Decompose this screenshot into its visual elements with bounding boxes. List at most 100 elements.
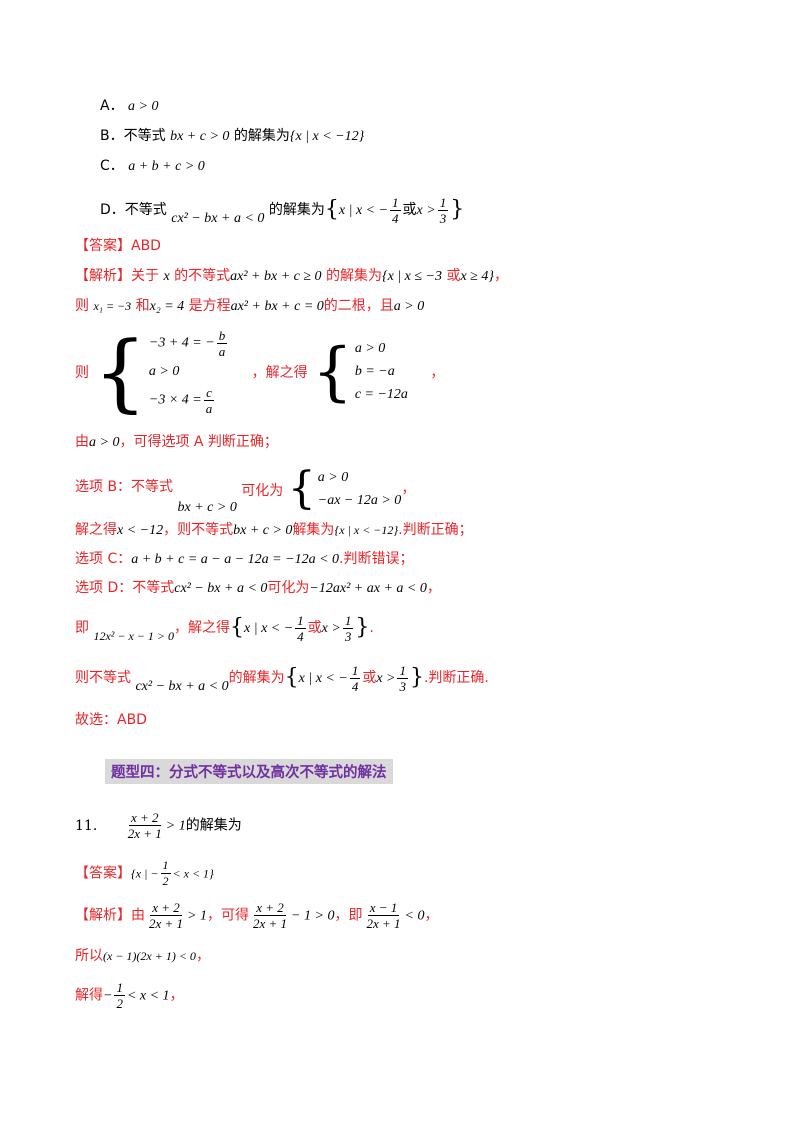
math-expression: −12ax² + ax + a < 0 bbox=[309, 581, 427, 596]
denominator: 3 bbox=[439, 210, 447, 226]
denominator: 3 bbox=[399, 678, 406, 694]
analysis-1-conclusion: 故选：ABD bbox=[75, 710, 147, 730]
math-expression: − 1 > 0 bbox=[291, 908, 335, 924]
brace-left: { bbox=[324, 197, 339, 222]
math-set: x ≥ 4} bbox=[460, 269, 494, 284]
text: ，解之得 bbox=[251, 365, 308, 381]
math-expression: < 0 bbox=[404, 908, 425, 924]
text: 或 bbox=[362, 670, 377, 686]
math-expression: a + b + c > 0 bbox=[128, 159, 205, 174]
set-part: x | x < − bbox=[338, 203, 389, 218]
math-expression: ax² + bx + c ≥ 0 bbox=[230, 269, 322, 284]
analysis-1-line-7: 选项 C：a + b + c = a − a − 12a = −12a < 0.… bbox=[75, 549, 413, 570]
analysis-2-line-2: 所以(x − 1)(2x + 1) < 0， bbox=[75, 946, 210, 966]
math-expression: > 1 bbox=[187, 908, 207, 924]
text: 故选：ABD bbox=[75, 712, 147, 728]
section-heading: 题型四：分式不等式以及高次不等式的解法 bbox=[105, 759, 393, 784]
analysis-1-line-2: 则 x₁ = −3 和x₂ = 4 是方程ax² + bx + c = 0的二根… bbox=[75, 296, 424, 317]
text: ， bbox=[493, 268, 508, 284]
numerator: 1 bbox=[114, 980, 125, 996]
brace-right: } bbox=[409, 665, 424, 690]
text: 选项 C： bbox=[75, 551, 132, 567]
text: 关于 bbox=[131, 268, 159, 284]
math-set: < x < 1} bbox=[172, 866, 214, 881]
text: ， bbox=[401, 481, 416, 497]
math-expression: x₁ = −3 bbox=[93, 299, 132, 313]
denominator: 2x + 1 bbox=[149, 916, 184, 931]
math-expression: cx² − bx + a < 0 bbox=[174, 581, 268, 596]
text: 的解集为 bbox=[268, 202, 325, 218]
numerator: 1 bbox=[342, 612, 354, 629]
text: ，则不等式 bbox=[163, 522, 234, 538]
math-set: {x | − bbox=[131, 866, 159, 881]
text: 则不等式 bbox=[75, 670, 131, 686]
denominator: 2 bbox=[116, 996, 123, 1011]
text: .判断正确； bbox=[398, 522, 473, 538]
numerator: 1 bbox=[295, 612, 306, 629]
equation-system-3: { a > 0 −ax − 12a > 0 bbox=[288, 466, 402, 512]
numerator: 1 bbox=[160, 858, 171, 874]
text: 或 bbox=[402, 202, 417, 218]
system-row: c = −12a bbox=[354, 387, 408, 403]
text: 是方程 bbox=[188, 298, 231, 314]
analysis-tag: 【解析】 bbox=[75, 907, 131, 924]
math-var: x bbox=[163, 269, 170, 284]
denominator: 2 bbox=[162, 874, 169, 888]
option-a: A． a > 0 bbox=[100, 96, 158, 117]
system-row: b = −a bbox=[354, 363, 395, 379]
math-expression: cx² − bx + a < 0 bbox=[135, 679, 229, 694]
math-set: {x | x ≤ −3 bbox=[382, 269, 443, 284]
denominator: a bbox=[218, 344, 226, 360]
math-set: {x | x < −12} bbox=[289, 129, 365, 144]
system-brace: { bbox=[312, 335, 353, 409]
numerator: x + 2 bbox=[128, 810, 161, 826]
answer-1: 【答案】ABD bbox=[75, 236, 161, 256]
text: 选项 D：不等式 bbox=[75, 580, 175, 596]
text: .判断错误； bbox=[339, 551, 414, 567]
option-label: D． bbox=[100, 202, 125, 218]
math-expression: bx + c > 0 bbox=[233, 523, 293, 538]
text: 的解集为 bbox=[228, 670, 285, 686]
text: .判断正确. bbox=[423, 670, 489, 686]
numerator: 1 bbox=[390, 194, 401, 211]
denominator: 2x + 1 bbox=[253, 916, 288, 931]
text: 的解集为 bbox=[326, 268, 382, 284]
numerator: x + 2 bbox=[254, 900, 286, 916]
text: 的二根，且 bbox=[323, 298, 394, 314]
math-expression: −3 + 4 = − bbox=[148, 336, 215, 352]
system-row: a > 0 bbox=[354, 340, 386, 356]
option-label: A． bbox=[100, 98, 124, 114]
math-expression: > 1 bbox=[165, 818, 186, 834]
text: 解集为 bbox=[292, 522, 335, 538]
analysis-tag: 【解析】 bbox=[75, 268, 131, 284]
text: . bbox=[369, 620, 374, 636]
math-expression: bx + c > 0 bbox=[170, 129, 230, 144]
system-row: a > 0 bbox=[148, 363, 180, 379]
text: 的解集为 bbox=[185, 817, 242, 834]
set-part: x | x < − bbox=[298, 671, 348, 686]
denominator: 4 bbox=[297, 628, 304, 644]
denominator: 3 bbox=[344, 628, 352, 644]
analysis-1-line-4: 由a > 0，可得选项 A 判断正确； bbox=[75, 432, 278, 453]
system-rows: a > 0 b = −a c = −12a bbox=[355, 337, 408, 407]
text: 选项 B：不等式 bbox=[75, 479, 174, 495]
system-brace: { bbox=[93, 323, 147, 421]
option-label: C． bbox=[100, 158, 124, 174]
math-expression: x < −12 bbox=[117, 523, 164, 538]
text: 即 bbox=[75, 620, 89, 636]
math-set: {x | x < −12} bbox=[334, 523, 399, 537]
answer-tag: 【答案】 bbox=[75, 238, 131, 254]
